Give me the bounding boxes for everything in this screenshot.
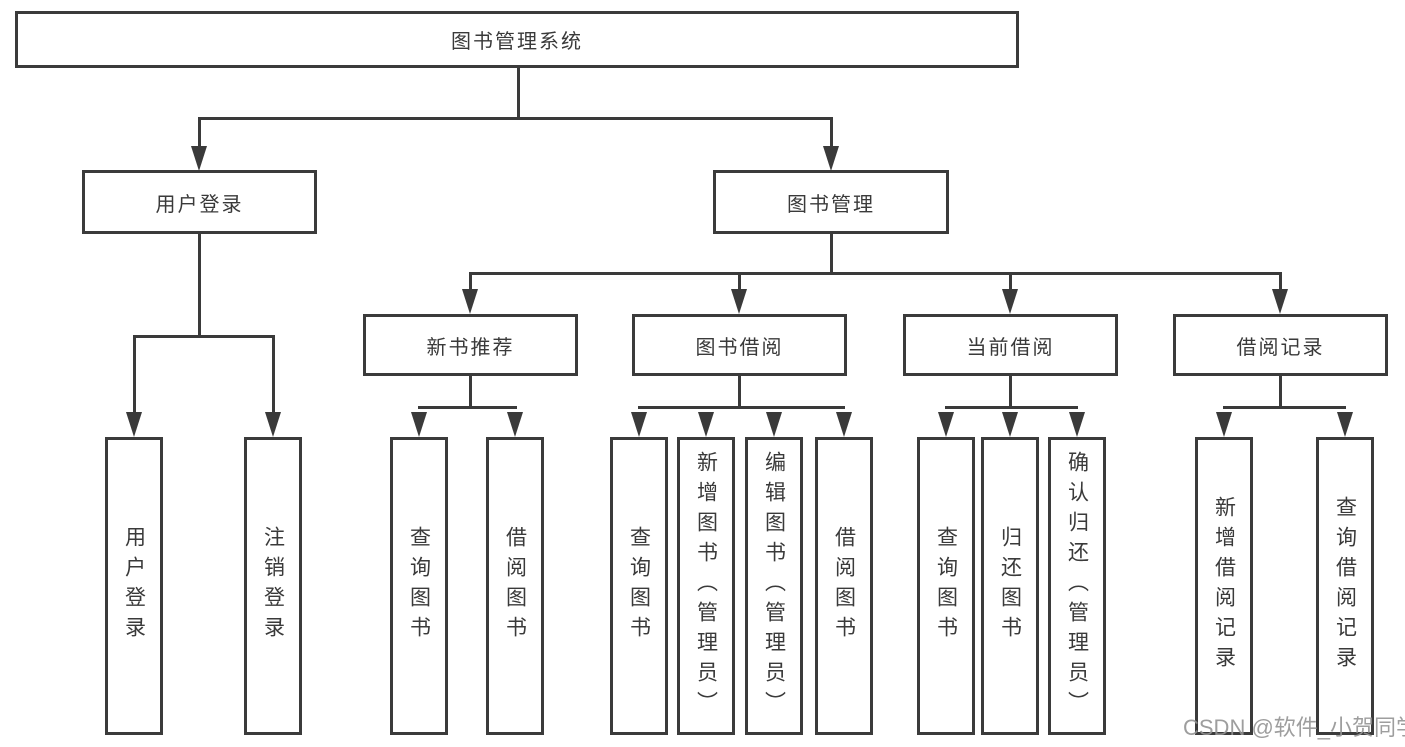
node-user-login-branch-label: 用户登录 bbox=[155, 193, 244, 216]
arrow-current-borrowing bbox=[1002, 289, 1018, 314]
connector-drop-leaf-user-login bbox=[133, 335, 136, 414]
arrow-bb-add-books bbox=[698, 412, 714, 437]
connector-userlogin-trunk bbox=[198, 234, 201, 338]
leaf-logout: 注销登录 bbox=[244, 437, 302, 735]
leaf-bb-add-books-label: 新增图书（管理员） bbox=[694, 451, 718, 721]
node-new-books-label: 新书推荐 bbox=[426, 336, 515, 359]
node-book-borrowing-label: 图书借阅 bbox=[695, 336, 784, 359]
node-new-books: 新书推荐 bbox=[363, 314, 578, 376]
leaf-bb-edit-books-label: 编辑图书（管理员） bbox=[762, 451, 786, 721]
leaf-cb-query-books-label: 查询图书 bbox=[934, 526, 958, 646]
arrow-cb-confirm-return bbox=[1069, 412, 1085, 437]
node-root: 图书管理系统 bbox=[15, 11, 1019, 68]
arrow-bb-edit-books bbox=[766, 412, 782, 437]
leaf-rec-borrow-books-label: 借阅图书 bbox=[503, 526, 527, 646]
connector-root-bar bbox=[198, 117, 833, 120]
node-current-borrowing: 当前借阅 bbox=[903, 314, 1118, 376]
connector-drop-leaf-logout bbox=[272, 335, 275, 414]
arrow-br-add-record bbox=[1216, 412, 1232, 437]
connector-newbooks-bar bbox=[418, 406, 517, 409]
node-book-mgmt-branch: 图书管理 bbox=[713, 170, 949, 234]
leaf-br-add-record: 新增借阅记录 bbox=[1195, 437, 1253, 735]
arrow-leaf-logout bbox=[265, 412, 281, 437]
connector-drop-book-borrowing bbox=[738, 272, 741, 291]
connector-bookmgmt-trunk bbox=[830, 234, 833, 275]
arrow-user-login bbox=[191, 146, 207, 171]
leaf-br-query-record: 查询借阅记录 bbox=[1316, 437, 1374, 735]
node-current-borrowing-label: 当前借阅 bbox=[966, 336, 1055, 359]
node-borrowing-records: 借阅记录 bbox=[1173, 314, 1388, 376]
arrow-rec-query-books bbox=[411, 412, 427, 437]
connector-records-trunk bbox=[1279, 376, 1282, 409]
leaf-user-login-label: 用户登录 bbox=[122, 526, 146, 646]
connector-current-bar bbox=[945, 406, 1078, 409]
arrow-rec-borrow-books bbox=[507, 412, 523, 437]
arrow-book-borrowing bbox=[731, 289, 747, 314]
csdn-watermark: CSDN @软件_小贺同学 bbox=[1183, 715, 1405, 740]
arrow-br-query-record bbox=[1337, 412, 1353, 437]
connector-drop-book-mgmt bbox=[830, 117, 833, 148]
arrow-cb-query-books bbox=[938, 412, 954, 437]
node-user-login-branch: 用户登录 bbox=[82, 170, 317, 234]
connector-borrowing-bar bbox=[638, 406, 845, 409]
arrow-cb-return-books bbox=[1002, 412, 1018, 437]
leaf-user-login: 用户登录 bbox=[105, 437, 163, 735]
connector-drop-user-login bbox=[198, 117, 201, 148]
leaf-logout-label: 注销登录 bbox=[261, 526, 285, 646]
connector-drop-current-borrowing bbox=[1009, 272, 1012, 291]
node-root-label: 图书管理系统 bbox=[451, 31, 583, 53]
leaf-bb-add-books: 新增图书（管理员） bbox=[677, 437, 735, 735]
arrow-new-books bbox=[462, 289, 478, 314]
connector-drop-new-books bbox=[469, 272, 472, 291]
leaf-bb-edit-books: 编辑图书（管理员） bbox=[745, 437, 803, 735]
arrow-leaf-user-login bbox=[126, 412, 142, 437]
node-borrowing-records-label: 借阅记录 bbox=[1236, 336, 1325, 359]
node-book-borrowing: 图书借阅 bbox=[632, 314, 847, 376]
leaf-rec-borrow-books: 借阅图书 bbox=[486, 437, 544, 735]
leaf-cb-return-books: 归还图书 bbox=[981, 437, 1039, 735]
connector-root-trunk bbox=[517, 66, 520, 119]
connector-current-trunk bbox=[1009, 376, 1012, 409]
connector-drop-borrowing-records bbox=[1279, 272, 1282, 291]
connector-records-bar bbox=[1223, 406, 1346, 409]
connector-borrowing-trunk bbox=[738, 376, 741, 409]
leaf-br-add-record-label: 新增借阅记录 bbox=[1212, 496, 1236, 676]
connector-newbooks-trunk bbox=[469, 376, 472, 409]
node-book-mgmt-branch-label: 图书管理 bbox=[787, 193, 875, 216]
leaf-br-query-record-label: 查询借阅记录 bbox=[1333, 496, 1357, 676]
arrow-borrowing-records bbox=[1272, 289, 1288, 314]
arrow-bb-borrow-books bbox=[836, 412, 852, 437]
leaf-cb-confirm-return: 确认归还（管理员） bbox=[1048, 437, 1106, 735]
leaf-bb-query-books-label: 查询图书 bbox=[627, 526, 651, 646]
leaf-bb-borrow-books-label: 借阅图书 bbox=[832, 526, 856, 646]
arrow-book-mgmt bbox=[823, 146, 839, 171]
leaf-cb-query-books: 查询图书 bbox=[917, 437, 975, 735]
connector-userlogin-bar bbox=[133, 335, 275, 338]
arrow-bb-query-books bbox=[631, 412, 647, 437]
connector-bookmgmt-bar bbox=[469, 272, 1281, 275]
leaf-cb-return-books-label: 归还图书 bbox=[998, 526, 1022, 646]
leaf-bb-borrow-books: 借阅图书 bbox=[815, 437, 873, 735]
leaf-cb-confirm-return-label: 确认归还（管理员） bbox=[1065, 451, 1089, 721]
leaf-rec-query-books: 查询图书 bbox=[390, 437, 448, 735]
leaf-rec-query-books-label: 查询图书 bbox=[407, 526, 431, 646]
leaf-bb-query-books: 查询图书 bbox=[610, 437, 668, 735]
